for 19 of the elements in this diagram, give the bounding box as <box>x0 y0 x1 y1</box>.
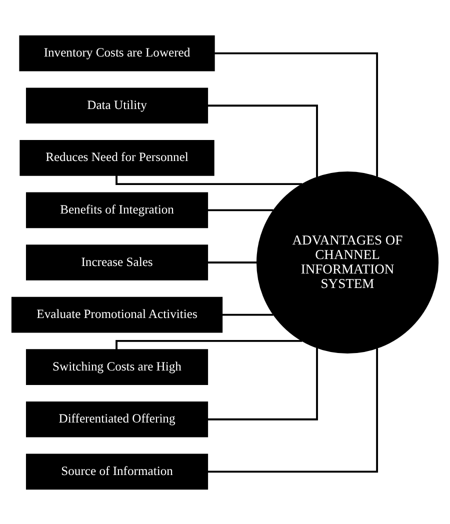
connector <box>222 313 274 316</box>
node-box: Reduces Need for Personnel <box>20 139 214 176</box>
node-box: Inventory Costs are Lowered <box>19 34 215 71</box>
node-box: Source of Information <box>26 453 208 490</box>
connector <box>208 347 318 420</box>
node-box: Increase Sales <box>26 244 208 280</box>
connector <box>116 175 302 185</box>
connector <box>208 261 257 263</box>
node-box: Benefits of Integration <box>26 192 208 228</box>
node-box: Evaluate Promotional Activities <box>11 296 223 332</box>
connector <box>208 104 318 177</box>
node-box: Switching Costs are High <box>26 348 208 385</box>
node-box: Differentiated Offering <box>26 400 208 437</box>
node-circle: ADVANTAGES OF CHANNEL INFORMATION SYSTEM <box>256 170 439 354</box>
connector <box>116 339 302 349</box>
connector <box>208 348 378 472</box>
connector <box>208 208 274 211</box>
connector <box>214 52 378 176</box>
node-box: Data Utility <box>26 87 208 124</box>
